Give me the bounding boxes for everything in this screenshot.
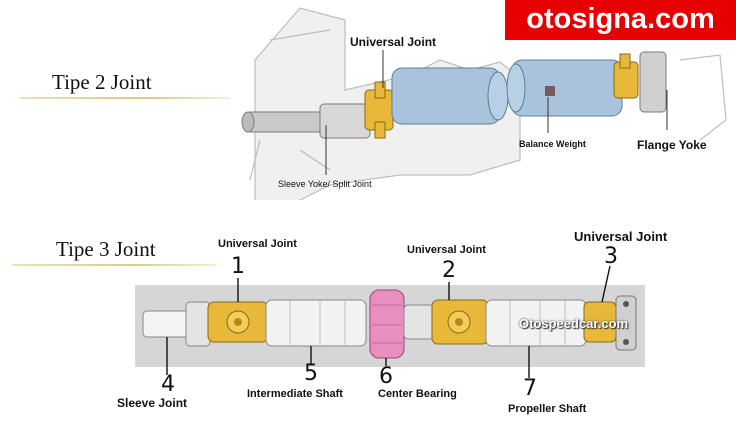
chassis-lines	[249, 29, 727, 181]
label-flange-yoke: Flange Yoke	[637, 138, 707, 152]
number-6: 6	[379, 364, 393, 389]
bearing-collar	[403, 304, 435, 340]
label-sleeve-joint: Sleeve Joint	[117, 396, 188, 410]
section-title-tipe2: Tipe 2 Joint	[52, 70, 152, 94]
number-1: 1	[231, 254, 245, 279]
universal-joint-2	[431, 299, 489, 345]
tipe2-illustration	[241, 7, 727, 200]
overlay-watermark: Otospeedcar.com	[519, 316, 629, 331]
universal-joint-1	[207, 301, 269, 343]
watermark-banner: otosigna.com	[505, 0, 736, 40]
label-center-bearing: Center Bearing	[378, 388, 457, 400]
watermark-text: otosigna.com	[526, 3, 715, 35]
sleeve-joint-collar	[185, 301, 211, 347]
flange-yoke-plate	[639, 51, 667, 113]
label-universal-joint-2: Universal Joint	[407, 244, 486, 256]
label-sleeve-yoke: Sleeve Yoke/ Split Joint	[278, 179, 372, 189]
top-tube-right-end	[506, 63, 526, 113]
label-propeller-shaft: Propeller Shaft	[508, 403, 587, 415]
label-universal-joint-3: Universal Joint	[574, 229, 668, 244]
number-5: 5	[304, 361, 318, 386]
label-balance-weight: Balance Weight	[519, 139, 586, 149]
number-2: 2	[442, 258, 456, 283]
label-top-universal-joint: Universal Joint	[350, 35, 437, 49]
number-7: 7	[523, 376, 537, 401]
section-title-tipe3: Tipe 3 Joint	[56, 237, 156, 261]
label-universal-joint-1: Universal Joint	[218, 238, 297, 250]
sleeve-yoke-end	[241, 111, 255, 133]
rear-universal-joint	[613, 53, 639, 99]
center-bearing-body	[369, 289, 405, 359]
title-rule-tipe2	[20, 97, 230, 99]
label-intermediate-shaft: Intermediate Shaft	[247, 388, 343, 400]
balance-weight-block	[545, 86, 555, 96]
number-4: 4	[161, 372, 175, 397]
title-rule-tipe3	[12, 264, 217, 266]
intermediate-shaft-body	[265, 299, 367, 347]
number-3: 3	[604, 244, 618, 269]
universal-joint-3	[583, 295, 637, 351]
